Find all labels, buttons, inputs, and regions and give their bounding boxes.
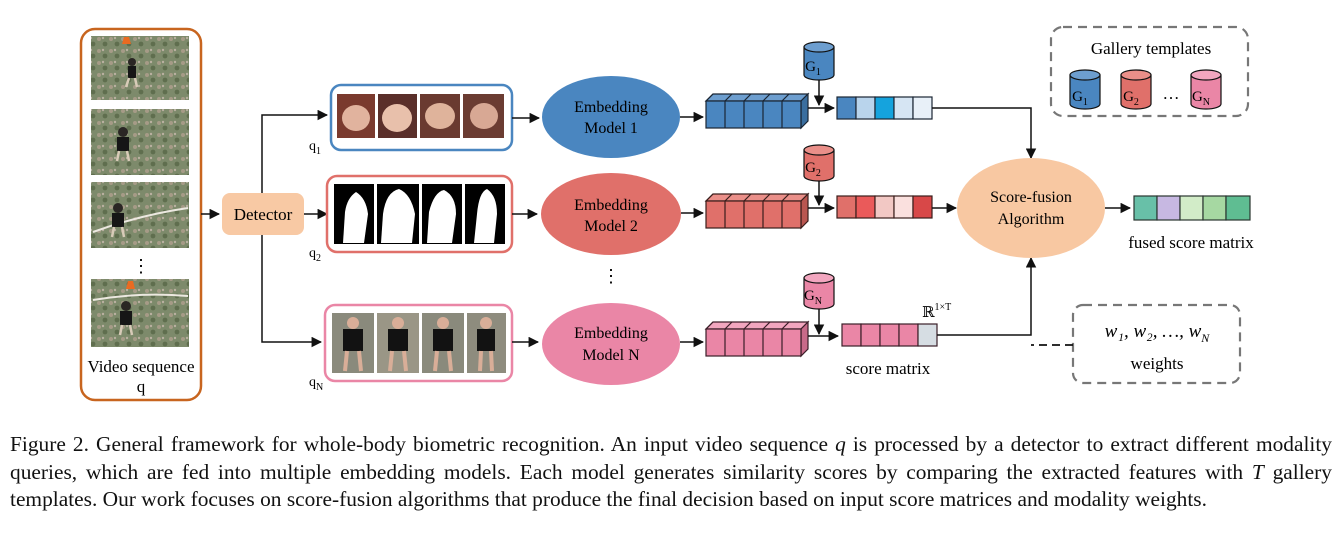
score-matrix-2 [836,195,933,219]
video-frame-2 [91,109,189,175]
gallery-cylinder-2: G2 [803,144,835,182]
query-box-2 [325,174,514,254]
svg-text:Embedding: Embedding [574,197,648,214]
svg-text:GN: GN [1192,89,1210,108]
gallery-template-1: G1 [1069,69,1101,110]
gallery-template-2: G2 [1120,69,1152,110]
svg-text:Model 1: Model 1 [584,120,638,137]
query-label-1: q1 [309,139,321,157]
body-crop-images [332,313,506,373]
score-matrix-n [841,323,938,347]
weights-formula: w₁, w₂, …, wN [1105,321,1211,345]
svg-text:Model N: Model N [582,347,640,364]
svg-text:Model 2: Model 2 [584,218,638,235]
query-box-1 [329,83,514,152]
detector-box: Detector [222,193,304,235]
embedding-vector-1 [704,92,810,130]
face-crop-images [337,94,504,138]
embedding-model-1: Embedding Model 1 [542,76,680,158]
video-sequence-symbol: q [137,377,146,396]
silhouette-images [334,184,505,244]
video-sequence-panel: ⋮ Video sequence q [79,27,203,402]
svg-text:G1: G1 [1072,89,1088,108]
fused-score-label: fused score matrix [1128,233,1254,252]
model-to-embedding-arrows [680,111,705,348]
framework-diagram: ⋮ Video sequence q Detector [79,25,1254,402]
video-frame-4 [91,279,189,347]
fused-score-matrix [1133,195,1251,221]
gallery-cylinder-1: G1 [803,41,835,81]
score-fusion-algorithm: Score-fusion Algorithm [957,158,1105,258]
score-matrix-1 [836,96,933,120]
video-frame-1 [91,36,189,100]
gallery-ellipsis: … [1163,84,1180,103]
score-to-fusion-arrows [932,107,1037,336]
gallery-templates-box: Gallery templates G1 G2 … GN [1049,25,1250,118]
gallery-templates-title: Gallery templates [1091,39,1211,58]
figure-caption: Figure 2. General framework for whole-bo… [10,432,1332,512]
embedding-vector-n [704,320,810,358]
svg-text:Algorithm: Algorithm [998,211,1065,228]
weights-box: w₁, w₂, …, wN weights [1071,303,1242,385]
model-dots: ⋮ [602,266,620,286]
svg-text:GN: GN [804,288,822,307]
query-label-n: qN [309,375,323,393]
svg-text:Embedding: Embedding [574,99,648,116]
embedding-to-score-arrows [808,102,840,342]
video-frame-3 [91,182,189,248]
svg-text:G2: G2 [1123,89,1139,108]
video-frame-dots: ⋮ [132,256,150,276]
svg-text:G1: G1 [805,59,821,78]
video-sequence-label: Video sequence [87,357,194,376]
query-label-2: q2 [309,246,321,264]
gallery-template-n: GN [1190,69,1222,110]
gallery-cylinder-n: GN [803,272,835,310]
score-matrix-label: score matrix [846,359,931,378]
svg-text:G2: G2 [805,160,821,179]
embedding-model-2: Embedding Model 2 [541,173,681,255]
detector-label: Detector [234,205,293,224]
embedding-vector-2 [704,192,810,230]
embedding-model-n: Embedding Model N [542,303,680,385]
query-box-n [323,303,514,383]
weights-label: weights [1131,354,1184,373]
svg-text:Score-fusion: Score-fusion [990,189,1072,206]
detector-branch-arrows [261,109,329,348]
score-matrix-dimension: ℝ1×T [922,302,951,321]
query-to-model-arrows [512,112,541,348]
svg-text:Embedding: Embedding [574,325,648,342]
